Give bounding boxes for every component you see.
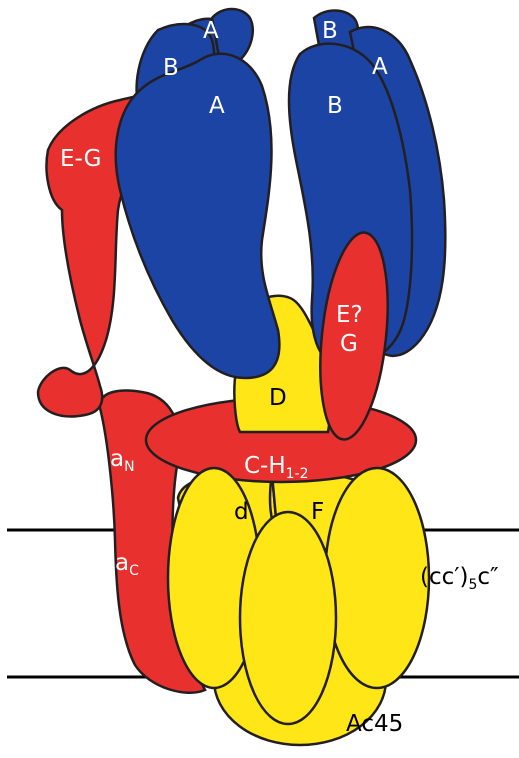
label-e-g-right-top: E? <box>336 302 363 328</box>
label-b-top-right: B <box>322 18 338 44</box>
label-a-top-left: A <box>203 18 219 44</box>
label-a-left-front: A <box>209 93 225 119</box>
label-d-lower: d <box>234 499 249 525</box>
label-ac45: Ac45 <box>346 711 403 737</box>
label-e-g-right-bottom: G <box>340 331 358 357</box>
label-e-g-left: E-G <box>60 146 102 172</box>
label-b-top-left: B <box>163 55 179 81</box>
label-c-ring: (cc′)5c″ <box>420 564 499 593</box>
c-ring-center <box>240 512 336 724</box>
label-a-right: A <box>372 54 388 80</box>
c-ring-right <box>325 468 429 688</box>
label-f: F <box>311 499 324 525</box>
label-d-upper: D <box>269 385 287 411</box>
label-b-right-front: B <box>327 93 343 119</box>
a-subunit-left-front <box>116 54 280 378</box>
